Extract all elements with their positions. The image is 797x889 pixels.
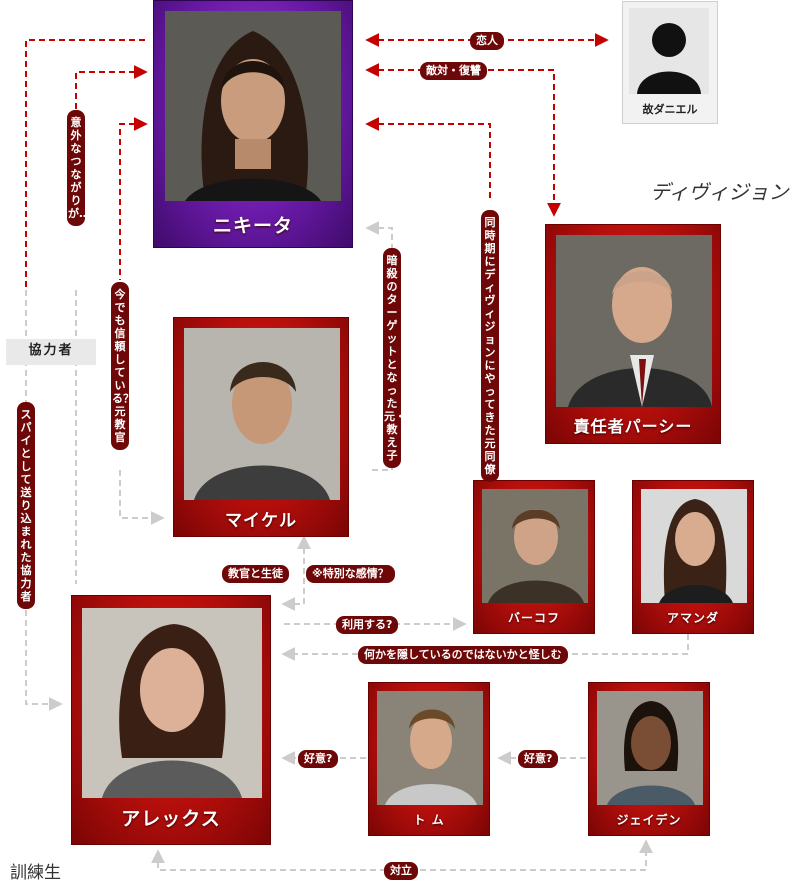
card-michael[interactable]: マイケル	[173, 317, 349, 537]
photo-jaden	[597, 691, 703, 805]
silhouette-icon	[629, 8, 709, 94]
name-birkhoff: バーコフ	[507, 611, 560, 625]
section-cooperator: 協力者	[6, 339, 96, 365]
label-suspect: 何かを隠しているのではないかと怪しむ	[358, 646, 568, 664]
photo-alex	[82, 608, 262, 798]
section-division: ディヴィジョン	[650, 180, 789, 204]
card-tom[interactable]: ト ム	[368, 682, 490, 836]
name-amanda: アマンダ	[666, 611, 719, 625]
line-trust-grey	[119, 470, 165, 525]
label-hostility: 敵対・復讐	[420, 62, 487, 80]
card-daniel[interactable]: 故ダニエル	[622, 1, 718, 124]
line-teacher	[281, 535, 311, 611]
label-conflict: 対立	[384, 862, 418, 880]
name-tom: ト ム	[413, 813, 445, 827]
photo-percy	[556, 235, 712, 407]
photo-nikita	[165, 11, 341, 201]
line-unexpected-red	[75, 65, 148, 110]
label-spy: スパイとして送り込まれた協力者	[17, 402, 35, 609]
name-alex: アレックス	[121, 808, 221, 830]
section-trainees: 訓練生	[10, 863, 61, 883]
label-lover: 恋人	[470, 32, 504, 50]
card-percy[interactable]: 責任者パーシー	[545, 224, 721, 444]
line-trust-red	[119, 117, 148, 280]
line-suspect	[281, 634, 689, 661]
name-jaden: ジェイデン	[616, 813, 682, 827]
name-percy: 責任者パーシー	[573, 417, 693, 436]
photo-amanda	[641, 489, 747, 603]
line-spy-grey	[25, 290, 63, 711]
card-nikita[interactable]: ニキータ	[153, 0, 353, 248]
photo-michael	[184, 328, 340, 500]
name-daniel: 故ダニエル	[642, 103, 698, 116]
label-teacher-student: 教官と生徒	[222, 565, 289, 583]
card-alex[interactable]: アレックス	[71, 595, 271, 845]
label-colleague: 同時期にディヴィジョンにやってきた元同僚	[481, 210, 499, 482]
line-hostility	[365, 63, 561, 217]
label-crush-tom: 好意?	[518, 750, 559, 768]
label-still-trusted: 今でも信頼している？元教官	[111, 282, 134, 450]
label-crush-alex: 好意?	[298, 750, 339, 768]
line-spy-red	[25, 39, 145, 290]
card-jaden[interactable]: ジェイデン	[588, 682, 710, 836]
photo-birkhoff	[482, 489, 588, 603]
name-nikita: ニキータ	[212, 215, 293, 237]
label-special-feelings: ※特別な感情？	[306, 565, 395, 583]
label-unexpected: 意外なつながりが…!?	[67, 110, 101, 226]
name-michael: マイケル	[225, 511, 297, 531]
label-former-target: 暗殺のターゲットとなった元・教え子	[383, 248, 406, 468]
line-colleague-red	[365, 117, 491, 200]
card-birkhoff[interactable]: バーコフ	[473, 480, 595, 634]
label-use: 利用する?	[336, 616, 399, 634]
photo-tom	[377, 691, 483, 805]
card-amanda[interactable]: アマンダ	[632, 480, 754, 634]
